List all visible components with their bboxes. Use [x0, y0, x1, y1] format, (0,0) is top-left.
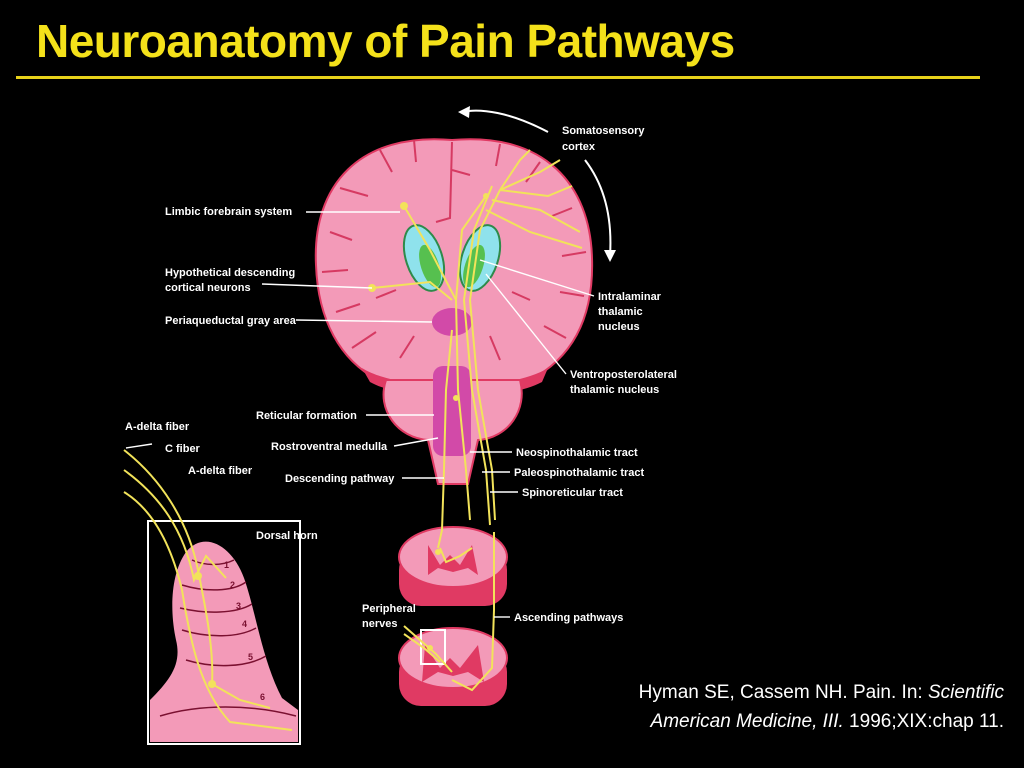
citation-journal-part2: American Medicine, III.: [650, 711, 844, 732]
lamina-3: 3: [236, 601, 241, 611]
lamina-5: 5: [248, 652, 253, 662]
spinal-upper-fibers: [439, 547, 473, 564]
citation-line-2: American Medicine, III. 1996;XIX:chap 11…: [639, 707, 1004, 736]
label-neospinothalamic: Neospinothalamic tract: [516, 447, 638, 459]
cortex-radiations: [499, 159, 561, 191]
label-paleospinothalamic: Paleospinothalamic tract: [514, 467, 645, 479]
brain: [314, 138, 594, 485]
descending-pathway-line: [437, 329, 453, 549]
citation-authors: Hyman SE, Cassem NH. Pain. In:: [638, 682, 928, 703]
label-reticular-formation: Reticular formation: [256, 410, 357, 422]
dorsal-horn-tissue: [150, 541, 298, 742]
label-intralaminar-1: Intralaminar: [598, 291, 662, 303]
periaqueductal-gray: [432, 308, 472, 336]
lamina-2: 2: [230, 580, 235, 590]
nerve-pathways: [371, 149, 583, 692]
label-descending-pathway: Descending pathway: [285, 473, 395, 485]
citation-line-1: Hyman SE, Cassem NH. Pain. In: Scientifi…: [639, 678, 1004, 707]
lamina-6: 6: [260, 692, 265, 702]
ascending-tract-lateral-2: [462, 185, 493, 526]
citation-journal-part1: Scientific: [927, 682, 1004, 703]
label-spinoreticular: Spinoreticular tract: [522, 487, 623, 499]
inset-fibers: [123, 449, 293, 731]
left-thalamus-inner: [419, 244, 441, 288]
label-peripheral-1: Peripheral: [362, 603, 416, 615]
slide-title: Neuroanatomy of Pain Pathways: [36, 15, 735, 67]
reticular-formation-core: [433, 366, 471, 456]
label-a-delta-fiber-2: A-delta fiber: [188, 465, 253, 477]
ascending-pathways-line: [451, 532, 495, 692]
label-hypothetical-1: Hypothetical descending: [165, 267, 295, 279]
label-periaqueductal: Periaqueductal gray area: [165, 315, 297, 327]
label-hypothetical-2: cortical neurons: [165, 282, 251, 294]
label-intralaminar-2: thalamic: [598, 306, 643, 318]
spinal-cord-upper: [398, 526, 508, 606]
lamina-1: 1: [224, 560, 229, 570]
lamina-boundaries: [159, 559, 297, 717]
limbic-branch: [403, 205, 457, 301]
dorsal-horn-inset: Dorsal horn 1 2 3 4 5 6: [123, 449, 318, 745]
citation-details: 1996;XIX:chap 11.: [843, 711, 1004, 732]
label-ventroposterolateral-2: thalamic nucleus: [570, 384, 659, 396]
ascending-tract-lateral: [468, 189, 501, 521]
citation: Hyman SE, Cassem NH. Pain. In: Scientifi…: [639, 678, 1004, 736]
label-limbic-forebrain: Limbic forebrain system: [165, 206, 292, 218]
ascending-tract-medial: [454, 195, 487, 521]
label-ascending-pathways: Ascending pathways: [514, 612, 623, 624]
label-c-fiber: C fiber: [165, 443, 201, 455]
sulci: [321, 139, 587, 361]
label-somatosensory-2: cortex: [562, 141, 596, 153]
title-underline: [16, 76, 980, 79]
label-rostroventral-medulla: Rostroventral medulla: [271, 441, 388, 453]
label-intralaminar-3: nucleus: [598, 321, 640, 333]
spinal-cord-lower: [398, 627, 508, 706]
descending-cortical: [371, 280, 453, 301]
label-somatosensory-1: Somatosensory: [562, 125, 645, 137]
label-peripheral-2: nerves: [362, 618, 397, 630]
leader-lines: [125, 211, 595, 618]
label-dorsal-horn: Dorsal horn: [256, 530, 318, 542]
label-a-delta-fiber-1: A-delta fiber: [125, 421, 190, 433]
arrowhead-down: [604, 250, 616, 262]
label-ventroposterolateral-1: Ventroposterolateral: [570, 369, 677, 381]
lamina-4: 4: [242, 619, 247, 629]
arrowhead-left: [458, 106, 470, 118]
